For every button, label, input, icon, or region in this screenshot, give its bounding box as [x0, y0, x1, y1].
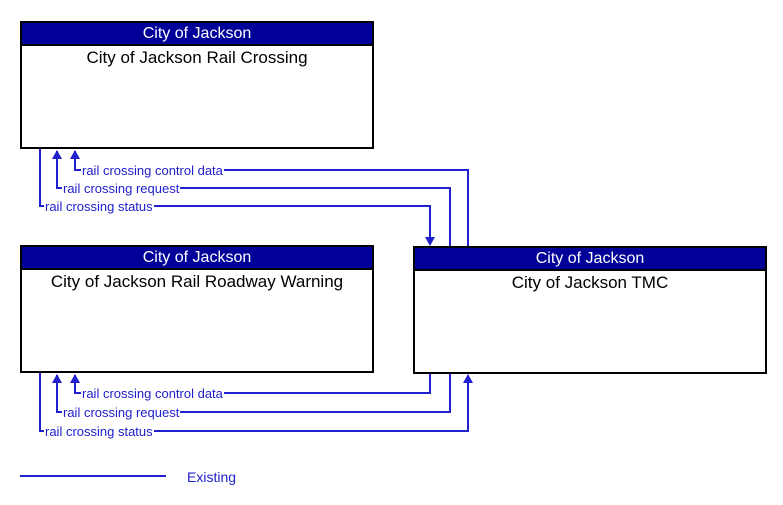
flow-line-request-top: [56, 187, 451, 189]
flow-label-control-data-bottom[interactable]: rail crossing control data: [81, 386, 224, 401]
flow-label-control-data-top[interactable]: rail crossing control data: [81, 163, 224, 178]
flow-line-status-bottom: [39, 373, 41, 431]
flow-line-request-top: [449, 187, 451, 246]
entity-name-rail-roadway-warning: City of Jackson Rail Roadway Warning: [50, 272, 344, 291]
flow-line-status-top: [39, 149, 41, 207]
flow-line-request-top: [56, 151, 58, 188]
flow-line-status-top: [429, 205, 431, 238]
legend-line-existing: [20, 475, 166, 477]
flow-line-control-data-bottom: [74, 392, 431, 394]
entity-box-tmc[interactable]: City of Jackson City of Jackson TMC: [413, 246, 767, 374]
entity-header-rail-crossing: City of Jackson: [22, 23, 372, 46]
flow-line-control-data-top: [74, 151, 76, 170]
flow-label-status-top[interactable]: rail crossing status: [44, 199, 154, 214]
flow-line-request-bottom: [56, 411, 451, 413]
flow-line-control-data-bottom: [74, 375, 76, 393]
flow-label-request-top[interactable]: rail crossing request: [62, 181, 181, 196]
entity-box-rail-roadway-warning[interactable]: City of Jackson City of Jackson Rail Roa…: [20, 245, 374, 373]
flow-line-control-data-top: [74, 169, 469, 171]
entity-name-rail-crossing: City of Jackson Rail Crossing: [86, 48, 308, 67]
arrowhead-down-status-top: [425, 237, 435, 246]
entity-header-tmc: City of Jackson: [415, 248, 765, 271]
legend-label-existing: Existing: [187, 469, 237, 485]
entity-box-rail-crossing[interactable]: City of Jackson City of Jackson Rail Cro…: [20, 21, 374, 149]
entity-name-tmc: City of Jackson TMC: [511, 273, 669, 292]
flow-label-status-bottom[interactable]: rail crossing status: [44, 424, 154, 439]
flow-line-request-bottom: [56, 375, 58, 412]
flow-line-control-data-top: [467, 169, 469, 246]
flow-line-request-bottom: [449, 374, 451, 412]
flow-line-control-data-bottom: [429, 374, 431, 393]
flow-line-status-bottom: [39, 430, 469, 432]
flow-label-request-bottom[interactable]: rail crossing request: [62, 405, 181, 420]
flow-line-status-bottom: [467, 383, 469, 431]
flow-line-status-top: [39, 205, 431, 207]
arrowhead-up-status-bottom: [463, 374, 473, 383]
entity-header-rail-roadway-warning: City of Jackson: [22, 247, 372, 270]
